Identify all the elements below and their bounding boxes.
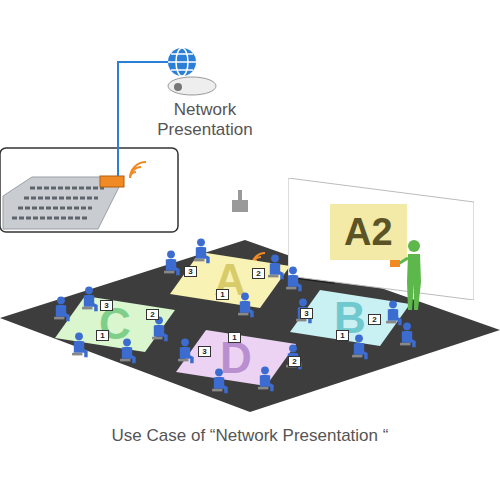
student <box>352 334 368 359</box>
laptop-number: 2 <box>368 314 381 325</box>
group-table-shape <box>55 296 175 352</box>
laptop-keyboard <box>3 177 124 229</box>
projector-mount <box>238 190 242 200</box>
laptop-number: 2 <box>252 268 265 279</box>
group-table: C <box>55 296 175 352</box>
laptop-number: 3 <box>184 266 197 277</box>
laptop-number: 1 <box>216 289 229 300</box>
student <box>72 332 88 357</box>
student <box>54 296 70 321</box>
laptop-number: 2 <box>146 309 159 320</box>
globe-icon <box>168 48 196 76</box>
projection-screen-shape <box>288 178 474 300</box>
student <box>178 338 194 363</box>
student <box>286 266 302 291</box>
laptop-keys <box>12 188 104 218</box>
projector-lens <box>174 83 182 91</box>
projection-screen: A2 <box>288 178 474 300</box>
laptop-number: 1 <box>228 332 241 343</box>
globe-parallels <box>168 54 196 70</box>
inset-frame <box>0 148 178 232</box>
projector-icon <box>168 77 216 95</box>
student <box>386 300 402 325</box>
laptop-number: 3 <box>198 346 211 357</box>
screen-label: A2 <box>330 204 407 260</box>
student <box>400 322 416 347</box>
wireless-dongle <box>100 176 124 187</box>
laptop-number: 1 <box>336 330 349 341</box>
presenter-tablet <box>390 260 400 267</box>
student <box>82 286 98 311</box>
laptop-number: 2 <box>288 356 301 367</box>
presenter-head <box>408 240 420 252</box>
laptop-number: 3 <box>100 300 113 311</box>
laptop-number: 3 <box>300 308 313 319</box>
group-table-shape <box>170 252 290 308</box>
student <box>194 238 210 263</box>
student <box>268 254 284 279</box>
student <box>120 338 136 363</box>
group-table-shape <box>290 290 410 346</box>
student <box>212 368 228 393</box>
laptop-number: 1 <box>96 330 109 341</box>
group-letter: A <box>170 252 290 308</box>
group-letter: C <box>55 296 175 352</box>
network-line <box>118 62 168 176</box>
student <box>238 292 254 317</box>
icon-caption: Network Presentation <box>140 100 270 140</box>
group-table: A <box>170 252 290 308</box>
student <box>258 366 274 391</box>
student <box>164 250 180 275</box>
presenter-body <box>407 254 421 310</box>
group-table-shape <box>176 330 296 386</box>
caption: Use Case of “Network Presentation “ <box>0 426 500 446</box>
network-icon: Network Presentation <box>140 42 270 142</box>
student <box>152 316 168 341</box>
student <box>286 344 302 369</box>
ceiling-projector <box>232 200 248 212</box>
wifi-waves <box>130 162 146 178</box>
presenter-arm <box>398 258 408 264</box>
